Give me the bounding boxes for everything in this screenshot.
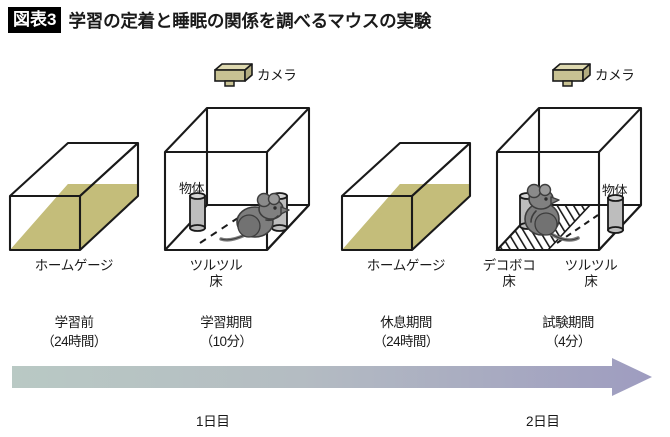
page-title: 学習の定着と睡眠の関係を調べるマウスの実験	[68, 10, 432, 31]
timeline-day1-label: 1日目	[196, 414, 230, 429]
box-floor-back	[266, 204, 310, 251]
caption-panel4-smooth-line1: ツルツル	[564, 258, 618, 273]
caption-panel2-floor-line1: ツルツル	[189, 258, 243, 273]
floor-guide-dashed	[556, 214, 599, 244]
panel-2-test-box	[163, 63, 311, 252]
stage-name-3: 休息期間	[380, 315, 432, 330]
stage-name-2: 学習期間	[200, 315, 252, 330]
mouse-figure	[219, 192, 290, 242]
object-label-panel2: 物体	[179, 181, 205, 196]
camera-label-panel2: カメラ	[257, 68, 297, 83]
panel-3-home-cage	[340, 141, 472, 252]
bedding-crest	[400, 184, 470, 196]
stage-name-1: 学習前	[54, 315, 94, 330]
camera-icon	[214, 63, 253, 87]
bedding-body	[10, 196, 138, 250]
panel-4-test-box	[495, 63, 643, 252]
cage-back-bottom	[411, 142, 471, 197]
bedding-body	[342, 196, 470, 250]
stage-duration-2: （10分）	[199, 334, 253, 349]
camera-icon	[552, 63, 591, 87]
box-top-rim	[164, 106, 311, 153]
caption-panel4-rough-line2: 床	[502, 274, 516, 289]
bedding-slope	[342, 184, 400, 250]
caption-panel4-smooth-line2: 床	[584, 274, 598, 289]
stage-name-4: 試験期間	[542, 315, 594, 330]
stage-duration-4: （4分）	[545, 334, 591, 349]
mouse-figure	[524, 183, 580, 242]
object-label-panel4: 物体	[602, 183, 628, 198]
cage-right-edges	[411, 143, 472, 251]
timeline-day2-label: 2日目	[526, 414, 560, 429]
cage-back-bottom	[79, 142, 139, 197]
caption-panel3-home-cage: ホームゲージ	[366, 258, 446, 273]
figure-title-bar: 図表3 学習の定着と睡眠の関係を調べるマウスの実験	[8, 7, 431, 33]
box-top-rim	[496, 106, 643, 153]
caption-panel4-rough-line1: デコボコ	[482, 258, 536, 273]
timeline-arrow	[12, 358, 652, 396]
panel-1-home-cage	[8, 141, 140, 252]
bedding-crest	[68, 184, 138, 196]
caption-panel2-floor-line2: 床	[209, 274, 223, 289]
figure-number-badge: 図表3	[8, 7, 62, 33]
caption-panel1-home-cage: ホームゲージ	[34, 258, 114, 273]
stage-duration-1: （24時間）	[41, 334, 107, 349]
cage-right-edges	[79, 143, 140, 251]
bedding-slope	[10, 184, 68, 250]
object-cylinder-left	[189, 192, 206, 232]
object-cylinder-right	[607, 194, 624, 234]
stage-duration-3: （24時間）	[373, 334, 439, 349]
camera-label-panel4: カメラ	[595, 68, 635, 83]
